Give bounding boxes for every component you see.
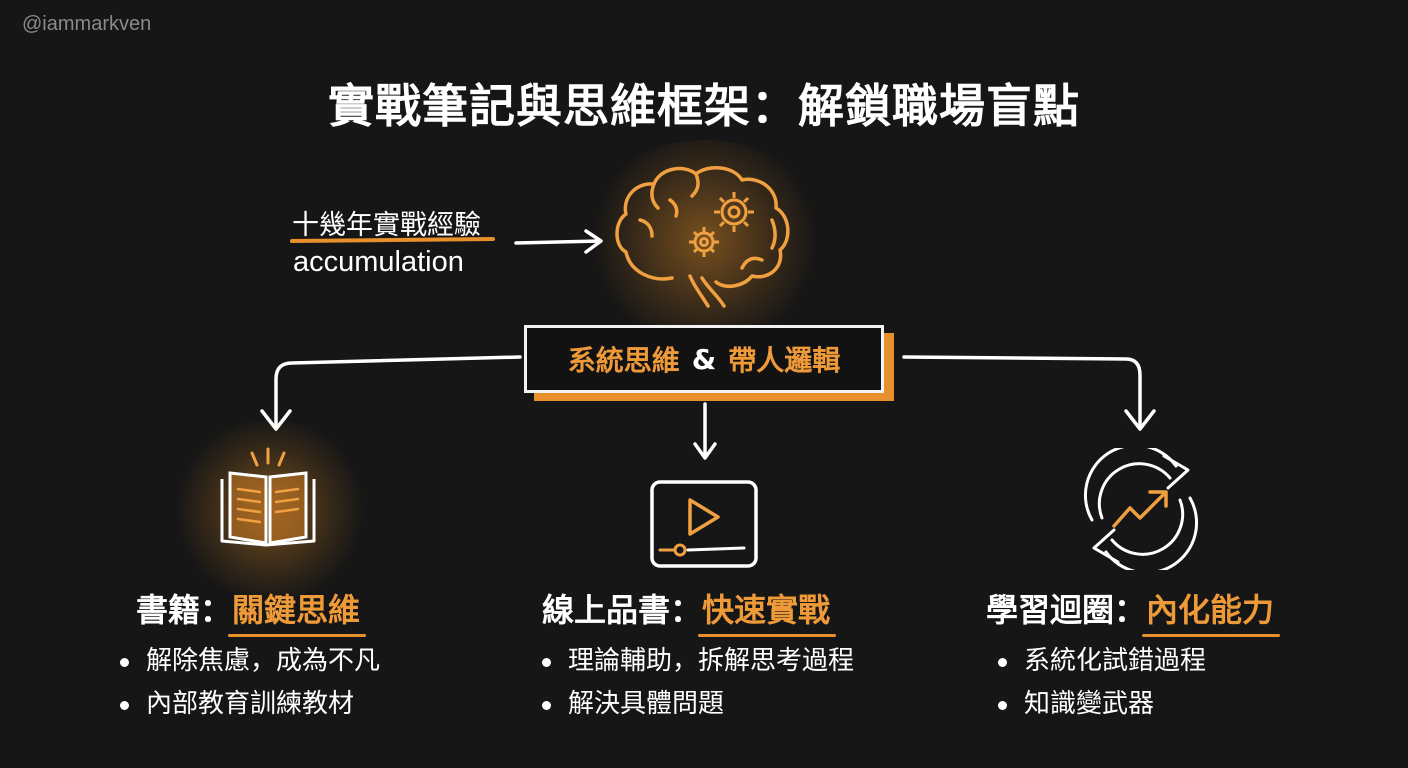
- source-label-zh: 十幾年實戰經驗: [292, 210, 481, 241]
- page-title: 實戰筆記與思維框架：解鎖職場盲點: [328, 79, 1080, 133]
- arrow-left-branch-icon: [260, 355, 522, 431]
- bullet-item: 解決具體問題: [540, 683, 854, 726]
- source-label-en: accumulation: [293, 246, 464, 278]
- column-title-loop: 學習迴圈：內化能力: [986, 585, 1274, 631]
- source-underline: [289, 236, 496, 244]
- bullet-item: 內部教育訓練教材: [118, 683, 380, 726]
- bullet-item: 系統化試錯過程: [996, 640, 1206, 683]
- bullet-item: 知識變武器: [996, 683, 1206, 726]
- open-book-icon: [220, 447, 316, 547]
- column-title-highlight: 內化能力: [1146, 591, 1275, 629]
- watermark-handle: @iammarkven: [22, 13, 152, 35]
- column-title-prefix: 學習迴圈：: [986, 591, 1147, 629]
- bullet-list-books: 解除焦慮，成為不凡 內部教育訓練教材: [118, 640, 380, 726]
- central-concept-part1: 系統思維: [567, 344, 680, 377]
- arrow-down-center-icon: [693, 402, 717, 460]
- central-concept-part2: 帶人邏輯: [728, 344, 841, 377]
- bullet-item: 理論輔助，拆解思考過程: [540, 640, 854, 683]
- bullet-list-loop: 系統化試錯過程 知識變武器: [996, 640, 1206, 726]
- video-play-icon: [650, 480, 758, 568]
- column-title-online: 線上品書：快速實戰: [542, 585, 830, 631]
- bullet-list-online: 理論輔助，拆解思考過程 解決具體問題: [540, 640, 854, 726]
- column-title-prefix: 線上品書：: [542, 591, 703, 629]
- arrow-right-icon: [514, 229, 603, 254]
- column-title-prefix: 書籍：: [136, 591, 233, 629]
- column-title-highlight: 關鍵思維: [232, 591, 361, 629]
- central-concept-ampersand: &: [691, 342, 717, 376]
- column-title-books: 書籍：關鍵思維: [136, 585, 360, 631]
- column-title-highlight: 快速實戰: [702, 591, 831, 629]
- central-concept-box: 系統思維 & 帶人邏輯: [524, 325, 884, 393]
- learning-loop-icon: [1083, 448, 1199, 570]
- arrow-right-branch-icon: [902, 355, 1156, 431]
- bullet-item: 解除焦慮，成為不凡: [118, 640, 380, 683]
- brain-gears-icon: [615, 166, 790, 308]
